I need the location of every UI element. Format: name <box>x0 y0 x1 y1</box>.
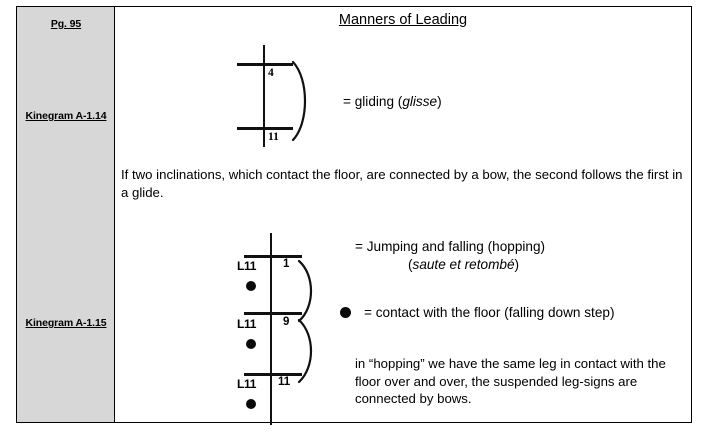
leg-sign-2: L11 <box>237 317 257 331</box>
sidebar-item-page-label: Pg. 95 <box>50 18 82 30</box>
equation-hopping-line2-close: ) <box>514 257 520 272</box>
equation-gliding: = gliding (glisse) <box>343 93 442 111</box>
direction-number-2: 9 <box>283 316 290 328</box>
equation-gliding-suffix: ) <box>437 94 442 109</box>
direction-number-lower: 11 <box>268 131 279 143</box>
contact-dot-2 <box>246 339 256 349</box>
description-kinegram-a-1-15: in “hopping” we have the same leg in con… <box>355 356 666 406</box>
page-title: Manners of Leading <box>115 12 691 28</box>
bow-arc <box>291 60 307 142</box>
direction-number-1: 1 <box>283 258 290 270</box>
direction-number-3: 11 <box>278 376 291 388</box>
direction-number-upper: 4 <box>268 67 274 79</box>
crossbar-3 <box>244 373 302 376</box>
leg-sign-3: L11 <box>237 377 257 391</box>
stave-vertical-line <box>263 45 266 147</box>
sidebar-item-page: Pg. 95 <box>17 18 115 30</box>
crossbar-upper <box>237 63 293 66</box>
page-title-text: Manners of Leading <box>338 12 468 28</box>
crossbar-1 <box>244 255 302 258</box>
kinegram-table: Pg. 95 Kinegram A-1.14 Kinegram A-1.15 M… <box>16 6 692 425</box>
bow-arc-2 <box>297 318 312 384</box>
bow-arc-1 <box>297 259 312 323</box>
equation-gliding-italic: glisse <box>402 94 438 109</box>
leg-sign-1: L11 <box>237 259 257 273</box>
equation-hopping: = Jumping and falling (hopping) (saute e… <box>355 238 545 274</box>
crossbar-lower <box>237 127 293 130</box>
equation-hopping-line1: = Jumping and falling (hopping) <box>355 239 546 254</box>
sidebar-item-kinegram-a-1-15-label: Kinegram A-1.15 <box>25 317 107 329</box>
legend-contact-with-floor: = contact with the floor (falling down s… <box>364 305 615 320</box>
stave-vertical-line-2 <box>270 233 273 425</box>
contact-dot-3 <box>246 399 256 409</box>
sidebar-item-kinegram-a-1-15: Kinegram A-1.15 <box>17 317 115 329</box>
contact-dot-1 <box>246 281 256 291</box>
description-kinegram-a-1-14: If two inclinations, which contact the f… <box>121 167 683 200</box>
legend-contact-dot-icon <box>340 307 351 318</box>
crossbar-2 <box>244 312 302 315</box>
equation-hopping-line2-italic: saute et retombé <box>412 257 515 272</box>
content-column: Manners of Leading 4 11 = gliding (gli <box>115 7 691 425</box>
sidebar-item-kinegram-a-1-14-label: Kinegram A-1.14 <box>25 110 107 122</box>
equation-gliding-prefix: = gliding ( <box>343 94 403 109</box>
sidebar-column: Pg. 95 Kinegram A-1.14 Kinegram A-1.15 <box>17 7 115 422</box>
sidebar-item-kinegram-a-1-14: Kinegram A-1.14 <box>17 110 115 122</box>
equation-hopping-line2-open: ( <box>407 257 413 272</box>
equation-hopping-line2: (saute et retombé) <box>355 256 545 274</box>
